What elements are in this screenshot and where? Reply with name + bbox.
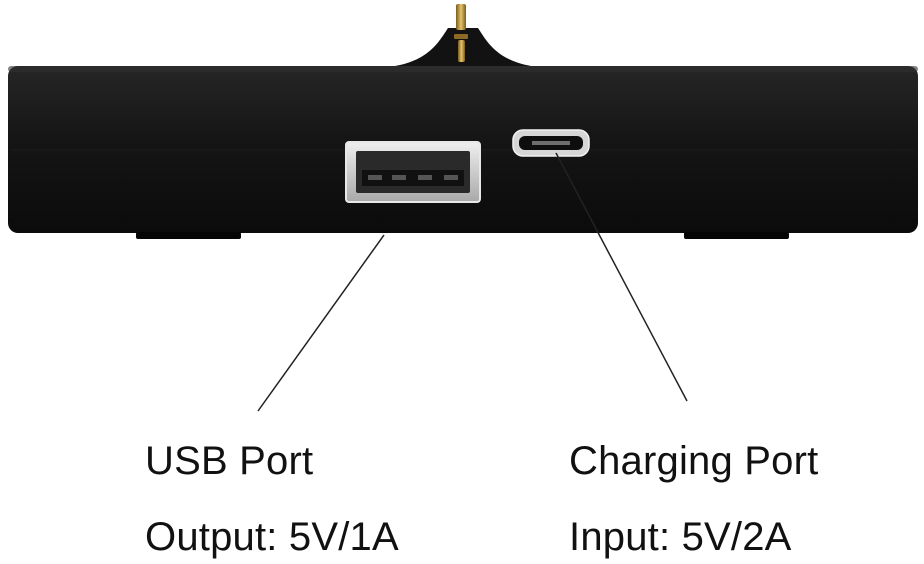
usb-port-output-spec: Output: 5V/1A — [145, 515, 399, 559]
charging-port-input-spec: Input: 5V/2A — [569, 515, 792, 559]
usb-callout-line — [257, 234, 385, 412]
charging-pin-pedestal — [395, 4, 531, 66]
micro-usb-port-icon — [512, 129, 590, 157]
pogo-pin-top — [456, 4, 466, 30]
pogo-pin-bottom — [458, 40, 465, 62]
rubber-foot-left — [136, 232, 241, 239]
rubber-foot-right — [684, 232, 789, 239]
charging-callout-line — [555, 152, 688, 402]
charging-port-title: Charging Port — [569, 439, 819, 483]
usb-port-title: USB Port — [145, 439, 314, 483]
usb-port-icon — [345, 141, 481, 203]
